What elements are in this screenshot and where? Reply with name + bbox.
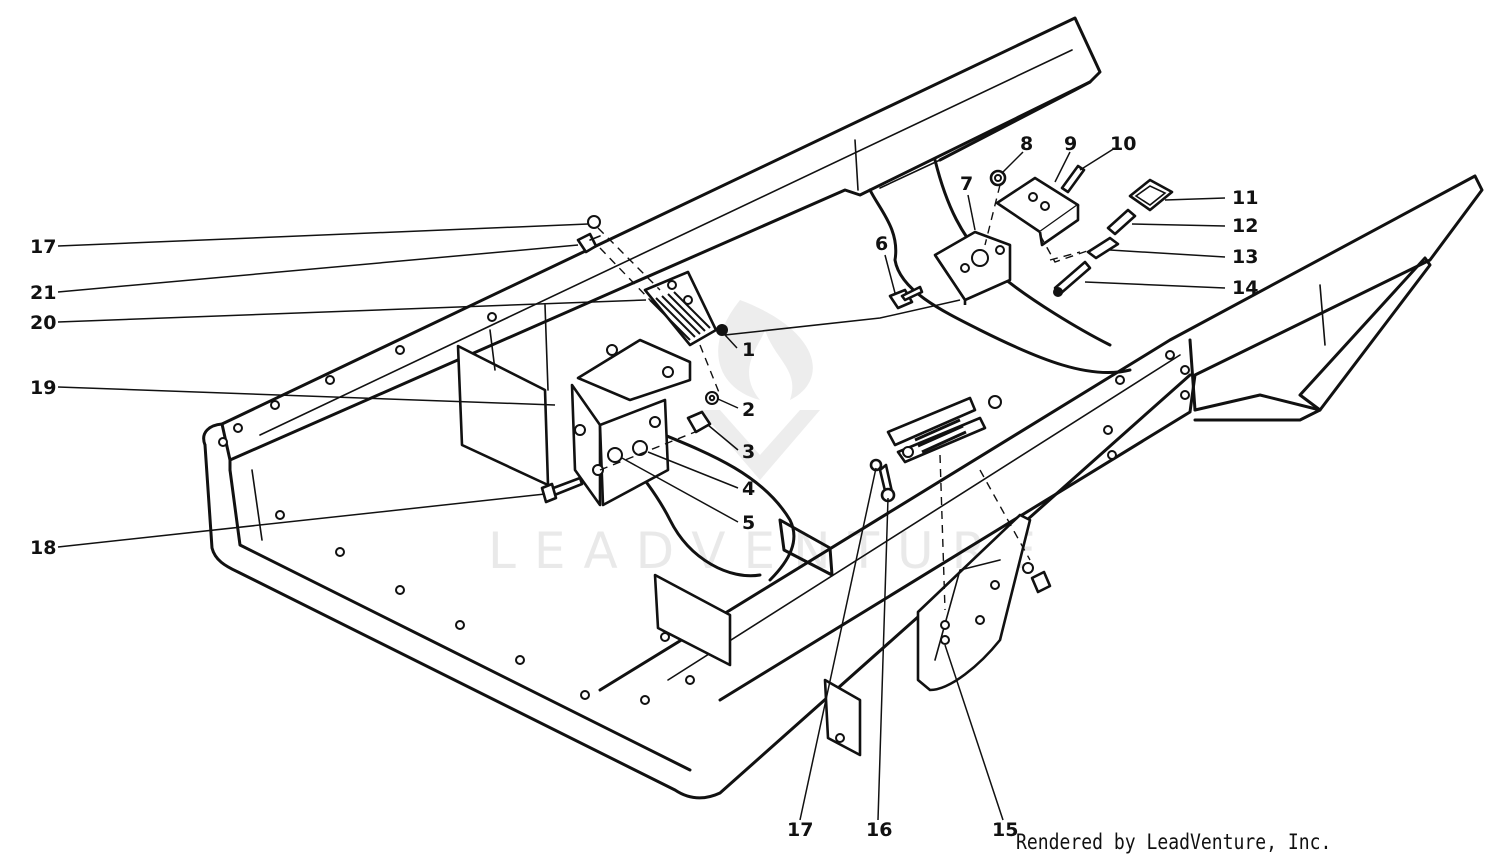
callout-10: 10 xyxy=(1110,133,1136,155)
callout-18: 18 xyxy=(30,537,56,559)
callout-9: 9 xyxy=(1064,133,1077,155)
callout-8: 8 xyxy=(1020,133,1033,155)
engine-mount-left xyxy=(540,215,728,507)
callout-labels: 17 21 20 19 18 1 2 3 4 5 6 7 8 9 10 11 1… xyxy=(30,133,1258,841)
callout-leaders xyxy=(57,147,1226,821)
callout-17-bottom: 17 xyxy=(787,819,813,841)
callout-5: 5 xyxy=(742,512,755,534)
center-isolator xyxy=(869,395,1052,692)
frame-rivet-holes xyxy=(218,312,1190,743)
rear-mount-right xyxy=(888,164,1174,310)
callout-14: 14 xyxy=(1232,277,1258,299)
watermark-v-icon xyxy=(700,410,820,480)
callout-15: 15 xyxy=(992,819,1018,841)
callout-19: 19 xyxy=(30,377,56,399)
watermark-text: LEADVENTURE xyxy=(488,522,1054,580)
callout-3: 3 xyxy=(742,441,755,463)
watermark: LEADVENTURE xyxy=(488,300,1054,580)
callout-12: 12 xyxy=(1232,215,1258,237)
callout-4: 4 xyxy=(742,478,755,500)
callout-7: 7 xyxy=(960,173,973,195)
callout-21: 21 xyxy=(30,282,56,304)
callout-2: 2 xyxy=(742,399,755,421)
callout-20: 20 xyxy=(30,312,56,334)
callout-17-top: 17 xyxy=(30,236,56,258)
watermark-flame-icon xyxy=(718,300,813,400)
credit-text: Rendered by LeadVenture, Inc. xyxy=(1016,830,1332,854)
callout-16: 16 xyxy=(866,819,892,841)
main-frame xyxy=(202,16,1484,800)
callout-1: 1 xyxy=(742,339,755,361)
callout-11: 11 xyxy=(1232,187,1258,209)
callout-13: 13 xyxy=(1232,246,1258,268)
callout-6: 6 xyxy=(875,233,888,255)
